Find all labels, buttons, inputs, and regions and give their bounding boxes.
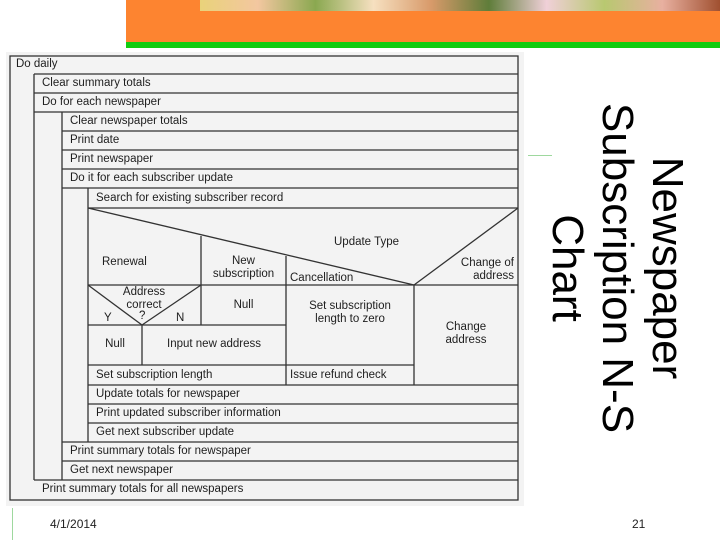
slide-number: 21 xyxy=(632,517,646,531)
title-line-2: Subscription N-S xyxy=(593,102,642,434)
ns-input-address: Input new address xyxy=(167,338,261,350)
green-footer-line xyxy=(12,508,13,540)
ns-print-newspaper: Print newspaper xyxy=(70,153,154,165)
ns-renewal: Renewal xyxy=(102,256,147,268)
ns-for-each-newspaper: Do for each newspaper xyxy=(42,96,161,108)
ns-update-totals: Update totals for newspaper xyxy=(96,388,240,400)
ns-set-zero: Set subscription length to zero xyxy=(309,300,391,325)
ns-update-type: Update Type xyxy=(334,236,400,248)
ns-print-summary-newspaper: Print summary totals for newspaper xyxy=(70,445,251,457)
ns-for-each-update: Do it for each subscriber update xyxy=(70,172,234,184)
ns-no: N xyxy=(176,312,185,324)
ns-null-new: Null xyxy=(233,299,254,311)
ns-chart-scan xyxy=(6,52,524,506)
ns-print-date: Print date xyxy=(70,134,120,146)
ns-null-y: Null xyxy=(105,338,125,350)
header-green-bar xyxy=(126,42,720,48)
title-line-3: Chart xyxy=(543,214,592,322)
ns-get-next-newspaper: Get next newspaper xyxy=(70,464,173,476)
ns-change-of-address: Change of address xyxy=(460,257,514,282)
ns-print-summary-all: Print summary totals for all newspapers xyxy=(42,483,244,495)
slide-title: Newspaper Subscription N-S Chart xyxy=(542,103,692,433)
ns-search: Search for existing subscriber record xyxy=(96,192,284,204)
ns-set-length: Set subscription length xyxy=(96,369,213,381)
ns-do-daily: Do daily xyxy=(16,58,58,70)
title-line-1: Newspaper xyxy=(643,156,692,380)
ns-yes: Y xyxy=(104,312,112,324)
slide-date: 4/1/2014 xyxy=(50,517,97,531)
green-accent-line xyxy=(528,155,552,156)
floral-strip xyxy=(200,0,720,11)
ns-clear-newspaper: Clear newspaper totals xyxy=(70,115,188,127)
ns-refund: Issue refund check xyxy=(290,369,387,381)
ns-address-correct: Address correct xyxy=(122,286,166,311)
ns-cancellation: Cancellation xyxy=(290,272,354,284)
ns-question: ? xyxy=(139,310,146,322)
ns-new-subscription: New subscription xyxy=(212,255,275,280)
ns-clear-summary: Clear summary totals xyxy=(42,77,151,89)
ns-change-address: Change address xyxy=(445,321,487,346)
ns-print-updated: Print updated subscriber information xyxy=(96,407,281,419)
ns-get-next-update: Get next subscriber update xyxy=(96,426,235,438)
